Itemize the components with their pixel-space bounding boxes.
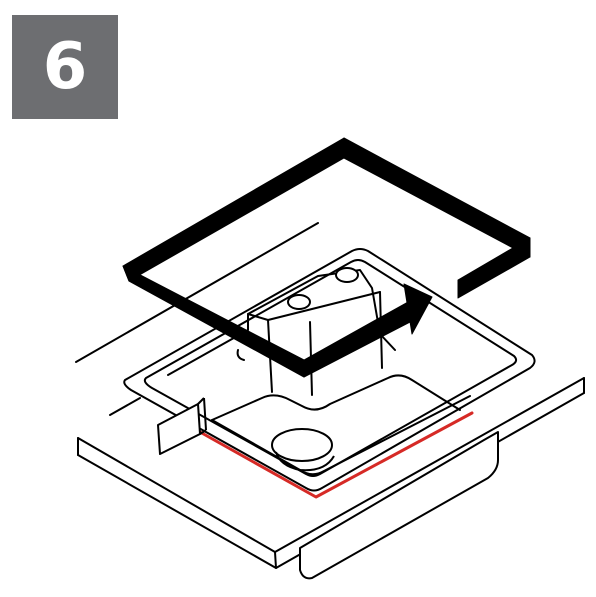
step-badge: 6 — [12, 15, 118, 119]
sealant-line — [198, 411, 474, 499]
faucet-holes — [287, 267, 359, 310]
step-number: 6 — [42, 30, 88, 104]
sink-underside — [299, 431, 499, 580]
drain — [271, 428, 335, 472]
direction-arrow — [122, 137, 531, 378]
mounting-clip — [157, 397, 207, 455]
